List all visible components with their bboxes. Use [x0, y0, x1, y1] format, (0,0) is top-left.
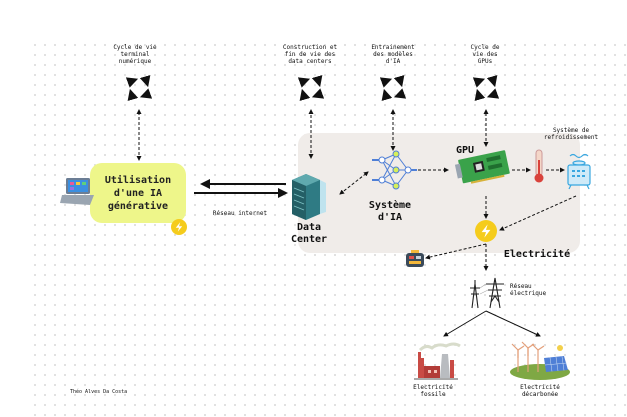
- renewables-icon: [510, 341, 570, 380]
- usage-box: Utilisation d'une IA générative: [90, 163, 186, 223]
- cycle-label-models: Entrainement des modèles d'IA: [371, 44, 415, 66]
- laptop-icon: [60, 178, 94, 205]
- gpu-card-icon: [454, 150, 510, 184]
- cooling-label: Système de refroidissement: [543, 127, 599, 142]
- fossil-plant-icon: [414, 342, 461, 380]
- arrow-grid-decarbonized: [485, 310, 541, 337]
- cycle-icon-datacenters: [303, 80, 320, 97]
- author-credit: Théo Alves Da Costa: [70, 389, 128, 395]
- arrow-cooling-electricity: [499, 195, 577, 231]
- decarbonized-label: Electricité décarbonée: [520, 384, 560, 399]
- thermometer-icon: [534, 149, 544, 183]
- arrow-electricity-battery: [425, 243, 487, 260]
- datacenter-server-icon: [292, 174, 326, 220]
- cycle-icon-gpus: [478, 80, 495, 97]
- cooling-system-icon: [567, 153, 591, 190]
- arrow-grid-fossil: [443, 310, 487, 337]
- cycle-label-terminal: Cycle de vie terminal numérique: [113, 44, 157, 66]
- cycle-label-datacenters: Construction et fin de vie des data cent…: [282, 44, 338, 66]
- usage-label: Utilisation d'une IA générative: [104, 174, 172, 212]
- gpu-label: GPU: [455, 145, 475, 156]
- usage-bolt-icon: [171, 219, 187, 235]
- fossil-label: Electricité fossile: [413, 384, 453, 399]
- network-label: Réseau internet: [212, 210, 268, 217]
- neural-network-icon: [372, 150, 417, 190]
- power-pylon-icon: [470, 277, 504, 309]
- datacenter-label: Data Center: [290, 222, 328, 245]
- cycle-icon-models: [385, 80, 402, 97]
- electricity-bolt-icon: [475, 220, 497, 242]
- electricity-label: Electricité: [503, 249, 571, 260]
- ai-system-label: Système d'IA: [368, 200, 412, 223]
- generator-icon: [406, 250, 424, 267]
- cycle-label-gpus: Cycle de vie des GPUs: [470, 44, 500, 66]
- grid-label: Réseau électrique: [510, 283, 547, 298]
- arrow-dc-ai: [339, 171, 369, 195]
- cycle-icon-terminal: [131, 80, 148, 97]
